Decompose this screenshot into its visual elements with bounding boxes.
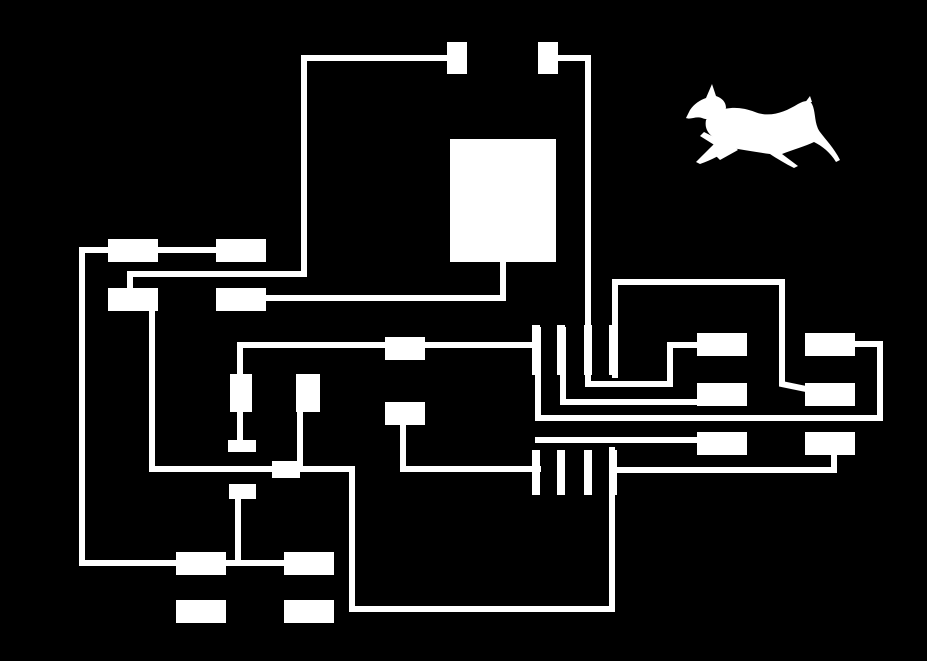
connector-pin (532, 450, 540, 495)
pad (229, 484, 256, 499)
trace (283, 447, 615, 612)
pad (805, 432, 855, 455)
trace (127, 55, 463, 302)
trace (612, 279, 834, 398)
trace (542, 55, 591, 375)
pad (284, 552, 334, 575)
pad (216, 239, 266, 262)
pad (176, 600, 226, 623)
pad (176, 552, 226, 575)
pad (805, 333, 855, 356)
connector-pin (584, 450, 592, 495)
pad (697, 333, 747, 356)
pad (697, 383, 747, 406)
trace (400, 411, 541, 472)
pad (108, 239, 158, 262)
connector-pin (557, 325, 565, 375)
connector-pin (532, 325, 540, 375)
pad (272, 461, 300, 478)
pad (108, 288, 158, 311)
running-dog-icon (686, 84, 840, 168)
connector-pin (557, 450, 565, 495)
connector-pin (609, 325, 617, 375)
trace (535, 327, 883, 421)
trace (585, 342, 723, 387)
pad (697, 432, 747, 455)
large-component (450, 139, 556, 262)
trace (79, 247, 203, 566)
pad (385, 337, 425, 360)
connector-pin (609, 450, 617, 495)
pad (385, 402, 425, 425)
pad (216, 288, 266, 311)
component-pad (228, 440, 256, 452)
trace (237, 259, 506, 301)
pad-layer (108, 42, 855, 623)
pad (284, 600, 334, 623)
trace (237, 342, 535, 383)
trace-layer (79, 55, 883, 612)
pad (538, 42, 558, 74)
trace (149, 297, 289, 472)
pad (447, 42, 467, 74)
pad (805, 383, 855, 406)
component-pad (230, 374, 252, 412)
connector-pin (584, 325, 592, 375)
component-pad (296, 374, 320, 412)
